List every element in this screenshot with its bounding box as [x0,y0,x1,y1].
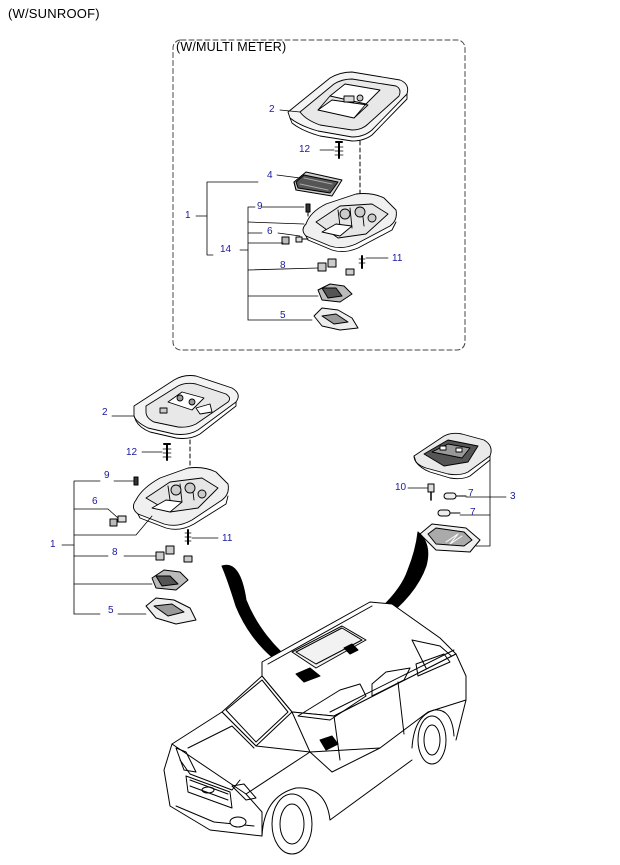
lens-5-upper [313,307,359,331]
sunroof-panel [291,625,367,669]
callout-2-multi: 2 [269,104,275,115]
callout-11-multi: 11 [392,253,403,264]
bulb-7a-right [443,492,467,500]
callout-2-lower: 2 [102,407,108,418]
callout-12-multi: 12 [299,144,311,155]
callout-1-lower: 1 [50,539,56,550]
callout-12-lower: 12 [126,447,138,458]
callout-8-lower: 8 [112,547,118,558]
callout-8-multi: 8 [280,260,286,271]
socket-8-lower [155,545,193,563]
callout-1-multi: 1 [185,210,191,221]
bulb-10-right [427,483,435,501]
lens-5-lower [145,597,197,625]
socket-6b-upper [281,236,290,245]
dome-lamp-housing-right [413,432,492,480]
lens-cover-right [419,523,481,553]
callout-5-multi: 5 [280,310,286,321]
callout-4-multi: 4 [267,170,273,181]
callout-9-multi: 9 [257,201,263,212]
callout-14-multi: 14 [220,244,232,255]
console-cover-upper [287,71,409,142]
callout-7b-lower: 7 [470,507,476,518]
bulb-6-lower [109,515,127,527]
bulb-9-upper [305,203,311,217]
screw-11-lower [184,529,192,545]
screw-12-lower [162,443,172,461]
callout-5-lower: 5 [108,605,114,616]
lamp-housing-upper [302,193,397,253]
multi-meter-module-upper [293,171,343,197]
callout-6-multi: 6 [267,226,273,237]
bulb-6-upper [295,236,309,243]
screw-12-upper [334,141,344,159]
callout-6-lower: 6 [92,496,98,507]
switch-assembly-upper [317,283,353,303]
leaders-upper [195,109,389,321]
screw-11-upper [358,255,366,269]
highlight-lamp-front [295,667,321,683]
socket-8-upper [317,258,355,276]
callout-7a-lower: 7 [468,488,474,499]
callout-3-lower: 3 [510,491,516,502]
variant-header-sunroof: (W/SUNROOF) [8,6,100,21]
switch-assembly-lower [151,569,189,591]
leaders-lower-left [61,415,219,615]
callout-9-lower: 9 [104,470,110,481]
lamp-housing-lower [133,467,229,530]
multi-meter-boundary [172,39,466,351]
leaders-lower-right [407,459,507,547]
bulb-7b-right [437,509,461,517]
variant-header-multi-meter: (W/MULTI METER) [176,40,287,54]
callout-10-lower: 10 [395,482,407,493]
highlight-lamp-rear [343,643,359,655]
vehicle-illustration [163,601,467,855]
callout-11-lower: 11 [222,533,233,544]
bulb-9-lower [133,476,139,486]
console-cover-lower [133,375,239,439]
